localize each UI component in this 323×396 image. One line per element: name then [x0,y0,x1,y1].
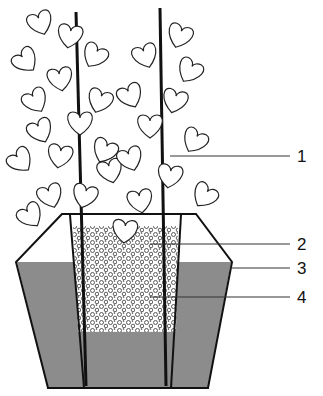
leaf [78,40,111,72]
inner-pot [70,215,84,388]
leaf [46,143,74,170]
inner-pot [171,215,181,388]
leaf [115,81,147,112]
leaf [178,125,211,157]
leaf [115,144,146,174]
leaf [70,182,100,211]
stake [160,8,166,386]
leaf [19,85,52,117]
wet-gravel [78,332,176,345]
leaf [46,66,74,93]
leaf [173,55,206,87]
leaf [130,41,161,71]
leaf [68,112,93,135]
callout-number: 4 [296,289,307,306]
leaf [112,219,139,244]
leaf [14,200,47,233]
leaf [160,87,190,116]
leaves [4,8,221,244]
leaf [56,23,84,50]
leaf [126,188,154,215]
leaf [187,180,220,213]
leader-line [170,155,290,156]
leaf [25,8,56,38]
leader-line [230,267,290,268]
leaf [4,144,38,177]
leader-line [150,296,290,297]
callout-number: 3 [296,260,307,277]
callout-number: 1 [296,148,307,165]
leaf [156,163,184,190]
leaf [35,181,66,211]
leaf [164,21,195,51]
callout-number: 2 [296,236,307,253]
leaf [9,44,43,77]
leaf [25,116,57,147]
outer-pot [16,214,232,388]
leader-line [150,243,290,244]
leaf [138,115,163,138]
